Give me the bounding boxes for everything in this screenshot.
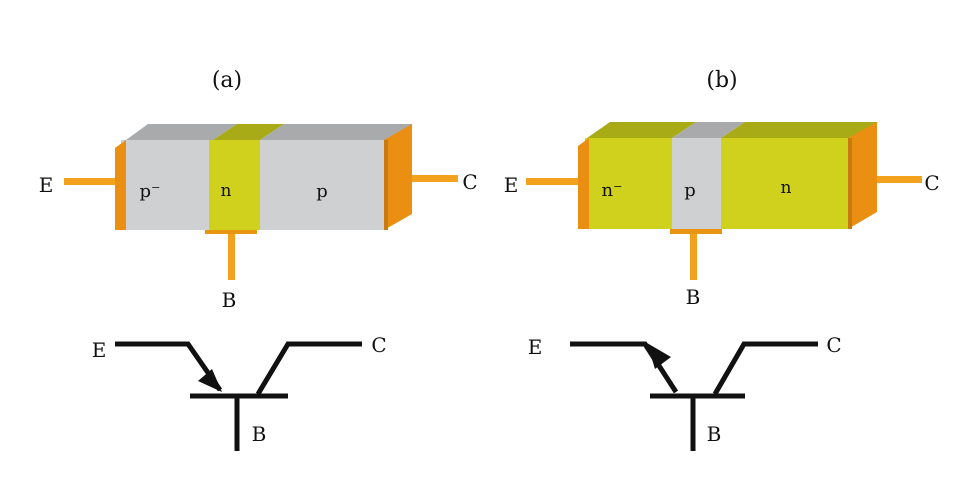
panel-b-schematic-symbol xyxy=(570,341,818,451)
panel-b-region-label-1: n⁻ xyxy=(601,180,622,201)
panel-b-n-top xyxy=(721,122,878,138)
panel-b-emitter-lead xyxy=(526,178,586,185)
panel-a-right-cap xyxy=(384,124,412,230)
panel-a-terminal-c: C xyxy=(462,170,477,194)
panel-b-right-cap-edge xyxy=(848,138,852,229)
panel-b-n-region xyxy=(721,138,848,229)
panel-b-n-minus-top xyxy=(587,122,696,138)
panel-b-right-cap xyxy=(848,122,877,229)
panel-a-symbol-b: B xyxy=(252,422,267,446)
panel-a-region-label-2: n xyxy=(221,181,232,201)
panel-a-symbol-e: E xyxy=(92,338,107,362)
panel-a-left-cap xyxy=(115,140,126,230)
panel-b-n-minus-region xyxy=(585,138,672,229)
panel-b-caption: (b) xyxy=(706,68,737,93)
panel-b-terminal-b: B xyxy=(686,285,701,309)
panel-a-region-label-1: p⁻ xyxy=(139,181,160,202)
panel-a-symbol-arrow-icon xyxy=(198,369,222,392)
panel-b-region-label-3: n xyxy=(781,178,792,198)
panel-b-symbol-e: E xyxy=(528,335,543,359)
panel-b-terminal-e: E xyxy=(504,173,519,197)
panel-b-symbol-collector-line xyxy=(712,341,818,396)
panel-a-symbol-c: C xyxy=(371,333,386,357)
panel-b-terminal-c: C xyxy=(924,171,939,195)
panel-a-p-region xyxy=(260,140,384,230)
panel-b: (b) n⁻ p n E C B E xyxy=(504,68,940,451)
panel-a-right-cap-edge xyxy=(384,140,388,230)
panel-b-symbol-b: B xyxy=(707,422,722,446)
panel-a-region-label-3: p xyxy=(316,181,328,202)
panel-b-p-region xyxy=(672,138,721,229)
panel-b-left-cap xyxy=(578,138,589,229)
panel-a-emitter-lead xyxy=(64,178,122,185)
panel-a-base-lead xyxy=(228,230,235,280)
panel-a-p-top xyxy=(260,124,413,140)
panel-b-symbol-c: C xyxy=(826,333,841,357)
panel-a: (a) p⁻ n p E C B E xyxy=(39,68,478,451)
panel-a-collector-lead xyxy=(398,175,458,182)
panel-a-n-region xyxy=(209,140,260,230)
panel-a-p-minus-top xyxy=(126,124,237,140)
panel-a-caption: (a) xyxy=(212,68,242,93)
panel-a-p-minus-region xyxy=(121,140,209,230)
panel-b-symbol-emitter-line xyxy=(570,341,679,394)
panel-b-p-top xyxy=(672,122,745,138)
panel-b-collector-lead xyxy=(866,176,922,183)
panel-b-region-label-2: p xyxy=(684,180,696,201)
panel-b-symbol-arrow-icon xyxy=(647,343,671,369)
panel-a-schematic-symbol xyxy=(115,341,362,451)
panel-a-terminal-b: B xyxy=(222,288,237,312)
panel-a-terminal-e: E xyxy=(39,173,54,197)
panel-a-symbol-collector-line xyxy=(255,341,362,396)
panel-b-base-contact xyxy=(670,226,722,234)
panel-a-n-top xyxy=(213,124,284,140)
panel-b-base-lead xyxy=(690,232,697,280)
